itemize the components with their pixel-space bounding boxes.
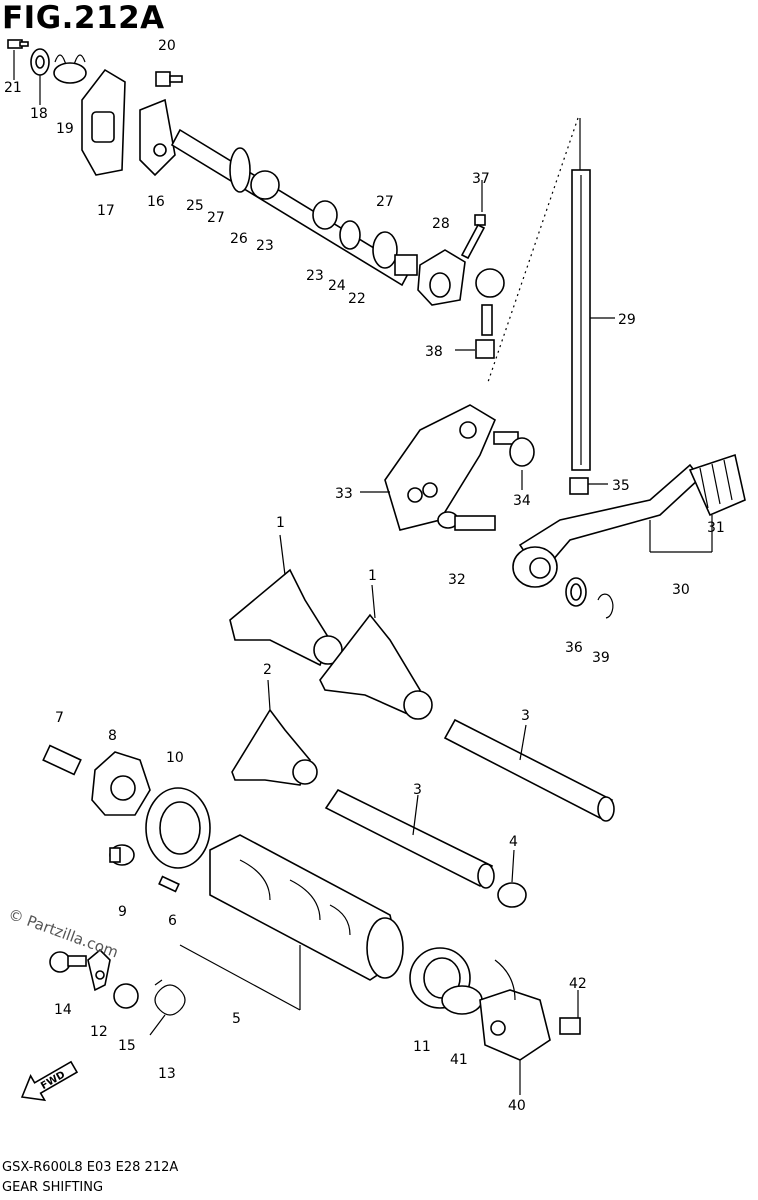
circlip-39[interactable] xyxy=(597,593,614,619)
gear-position-switch-40[interactable] xyxy=(479,959,551,1061)
bolt-20[interactable] xyxy=(155,71,183,87)
callout-18: 18 xyxy=(30,106,48,122)
callout-1a: 1 xyxy=(276,515,285,531)
fork-shaft-3a[interactable] xyxy=(443,718,615,822)
washer-36[interactable] xyxy=(565,577,587,607)
callout-34: 34 xyxy=(513,493,531,509)
shift-shaft[interactable] xyxy=(170,128,418,287)
link-lever-33[interactable] xyxy=(384,404,497,531)
gearshift-fork-1b[interactable] xyxy=(319,613,433,720)
callout-29: 29 xyxy=(618,312,636,328)
callout-25: 25 xyxy=(186,198,204,214)
bolt-42[interactable] xyxy=(559,1017,581,1035)
callout-31: 31 xyxy=(707,520,725,536)
callout-32: 32 xyxy=(448,572,466,588)
callout-3a: 3 xyxy=(521,708,530,724)
leader-lines xyxy=(13,50,713,1095)
callout-28: 28 xyxy=(432,216,450,232)
bearing-10[interactable] xyxy=(145,787,211,869)
callout-27a: 27 xyxy=(207,210,225,226)
pin-6[interactable] xyxy=(158,875,180,893)
callout-36: 36 xyxy=(565,640,583,656)
callout-9: 9 xyxy=(118,904,127,920)
callout-12: 12 xyxy=(90,1024,108,1040)
figure-title: FIG.212A xyxy=(2,0,165,36)
plug-4[interactable] xyxy=(497,882,527,908)
callout-30: 30 xyxy=(672,582,690,598)
nut-35[interactable] xyxy=(569,477,589,495)
callout-40: 40 xyxy=(508,1098,526,1114)
callout-13: 13 xyxy=(158,1066,176,1082)
callout-4: 4 xyxy=(509,834,518,850)
bolt-32[interactable] xyxy=(437,511,496,531)
footer-model-line: GSX-R600L8 E03 E28 212A xyxy=(2,1160,179,1175)
gearshift-fork-1a[interactable] xyxy=(229,568,343,667)
footer-section: GEAR SHIFTING xyxy=(2,1180,104,1195)
callout-7: 7 xyxy=(55,710,64,726)
fork-shaft-3b[interactable] xyxy=(324,788,495,889)
callout-26: 26 xyxy=(230,231,248,247)
callout-1b: 1 xyxy=(368,568,377,584)
gearshift-cam-5[interactable] xyxy=(209,834,404,981)
callout-39: 39 xyxy=(592,650,610,666)
callout-24: 24 xyxy=(328,278,346,294)
callout-22: 22 xyxy=(348,291,366,307)
bolt-37[interactable] xyxy=(460,214,486,260)
bolt-14[interactable] xyxy=(49,951,87,973)
stopper-lever-12[interactable] xyxy=(87,948,111,992)
bushing-15[interactable] xyxy=(113,983,139,1009)
callout-21: 21 xyxy=(4,80,22,96)
gearshift-fork-2[interactable] xyxy=(231,708,318,786)
washer-18[interactable] xyxy=(30,48,50,76)
callout-14: 14 xyxy=(54,1002,72,1018)
callout-10: 10 xyxy=(166,750,184,766)
washer-41[interactable] xyxy=(441,985,483,1015)
callout-15: 15 xyxy=(118,1038,136,1054)
callout-38: 38 xyxy=(425,344,443,360)
bolt-21[interactable] xyxy=(7,39,29,49)
stopper-plate-17[interactable] xyxy=(81,68,126,176)
pin-7[interactable] xyxy=(42,744,82,776)
callout-2: 2 xyxy=(263,662,272,678)
callout-16: 16 xyxy=(147,194,165,210)
callout-17: 17 xyxy=(97,203,115,219)
callout-11: 11 xyxy=(413,1039,431,1055)
callout-23a: 23 xyxy=(256,238,274,254)
callout-37: 37 xyxy=(472,171,490,187)
callout-20: 20 xyxy=(158,38,176,54)
shift-cam-drive-16[interactable] xyxy=(139,98,176,177)
callout-23b: 23 xyxy=(306,268,324,284)
callout-19: 19 xyxy=(56,121,74,137)
callout-33: 33 xyxy=(335,486,353,502)
footrest-rubber-31[interactable] xyxy=(688,453,746,517)
spring-19[interactable] xyxy=(53,54,87,84)
nut-38[interactable] xyxy=(475,339,495,359)
callout-27b: 27 xyxy=(376,194,394,210)
callout-41: 41 xyxy=(450,1052,468,1068)
callout-42: 42 xyxy=(569,976,587,992)
ball-joint-stud[interactable] xyxy=(481,304,493,336)
callout-3b: 3 xyxy=(413,782,422,798)
spring-13[interactable] xyxy=(149,979,186,1036)
callout-6: 6 xyxy=(168,913,177,929)
callout-labels: 21 18 19 20 17 16 25 27 26 23 27 23 24 2… xyxy=(4,38,725,1114)
fwd-arrow: FWD xyxy=(20,1060,79,1102)
gearshift-lever-30[interactable] xyxy=(512,463,702,588)
callout-5: 5 xyxy=(232,1011,241,1027)
bolt-9[interactable] xyxy=(109,844,135,866)
gearshift-arm-28[interactable] xyxy=(417,249,505,306)
callout-8: 8 xyxy=(108,728,117,744)
bolt-34[interactable] xyxy=(493,431,535,467)
callout-35: 35 xyxy=(612,478,630,494)
gearshift-rod-29[interactable] xyxy=(571,169,591,471)
cam-stopper-plate-8[interactable] xyxy=(91,751,151,816)
